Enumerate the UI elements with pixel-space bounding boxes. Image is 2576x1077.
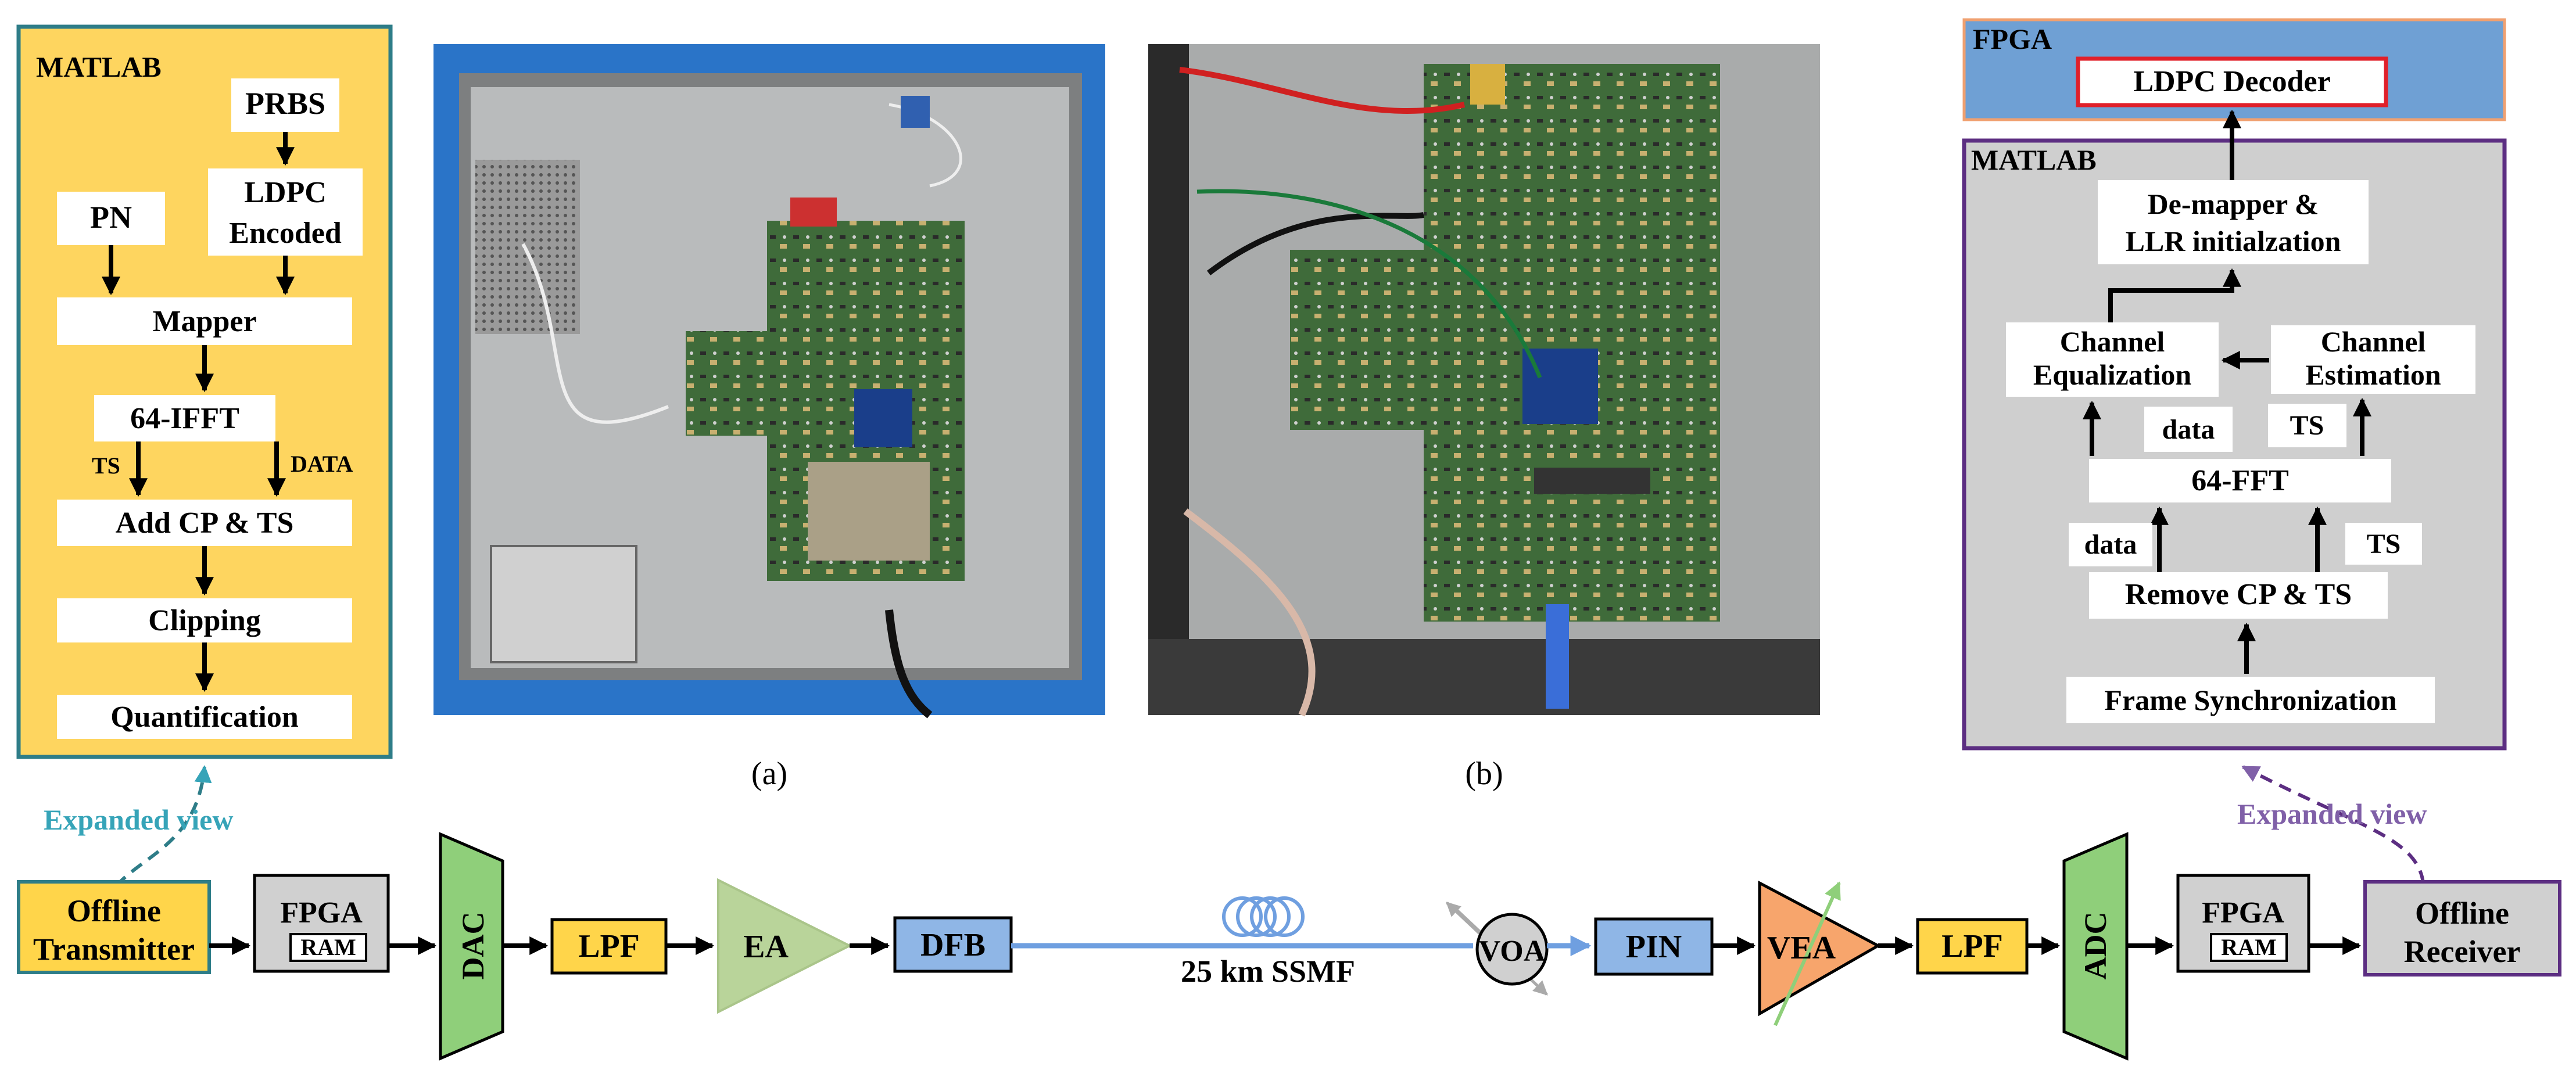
rx-matlab-panel: MATLAB De-mapper & LLR initialzation Cha… xyxy=(1962,109,2507,751)
fft-label: 64-FFT xyxy=(2191,464,2289,497)
dac-label: DAC xyxy=(456,912,490,980)
lpf-rx-label: LPF xyxy=(1941,928,2003,964)
expanded-view-rx-label: Expanded view xyxy=(2237,798,2427,830)
prbs-label: PRBS xyxy=(245,86,325,121)
equalization-line1: Channel xyxy=(2060,325,2165,358)
vea-amplifier: VEA xyxy=(1758,880,1882,1026)
ldpc-encoded-box: LDPC Encoded xyxy=(208,168,363,256)
adc-label: ADC xyxy=(2078,912,2113,980)
data-label-lower: data xyxy=(2069,523,2152,566)
channel-estimation-box: Channel Estimation xyxy=(2271,325,2475,394)
signal-chain: Offline Transmitter FPGA RAM DAC LPF EA xyxy=(17,832,2561,1061)
offline-transmitter-block: Offline Transmitter xyxy=(17,880,211,974)
fiber-label: 25 km SSMF xyxy=(1181,954,1355,989)
mapper-box: Mapper xyxy=(57,297,352,345)
lpf-tx-block: LPF xyxy=(550,918,668,975)
prbs-box: PRBS xyxy=(231,78,339,132)
dac-block: DAC xyxy=(439,832,504,1061)
svg-text:data: data xyxy=(2162,414,2215,445)
photo-a: (a) xyxy=(433,44,1105,792)
add-cp-ts-box: Add CP & TS xyxy=(57,500,352,546)
frame-sync-label: Frame Synchronization xyxy=(2104,684,2396,716)
ts-label-upper: TS xyxy=(2268,404,2346,447)
dfb-label: DFB xyxy=(920,927,986,963)
rx-fpga-title: FPGA xyxy=(1973,23,2052,55)
fpga-tx-label: FPGA xyxy=(280,896,363,929)
fan-a xyxy=(854,389,912,447)
fpga-rx-block: FPGA RAM xyxy=(2176,874,2310,973)
rx-fpga-panel: FPGA LDPC Decoder xyxy=(1962,18,2506,121)
tx-matlab-title: MATLAB xyxy=(36,51,162,83)
lpf-rx-block: LPF xyxy=(1916,918,2029,975)
svg-text:data: data xyxy=(2084,529,2137,560)
svg-text:TS: TS xyxy=(2367,529,2401,559)
ea-amplifier: EA xyxy=(717,878,852,1014)
fpga-board-b xyxy=(1424,64,1720,622)
mapper-label: Mapper xyxy=(152,305,256,338)
offline-transmitter-line1: Offline xyxy=(67,893,161,928)
fpga-tx-block: FPGA RAM xyxy=(253,874,390,973)
demapper-line2: LLR initialzation xyxy=(2126,225,2341,257)
svg-text:TS: TS xyxy=(2290,410,2324,441)
voa-block: VOA xyxy=(1446,902,1549,996)
ram-rx-label: RAM xyxy=(2221,934,2277,960)
ifft-label: 64-IFFT xyxy=(130,402,239,435)
clipping-label: Clipping xyxy=(148,604,261,637)
remove-cp-ts-box: Remove CP & TS xyxy=(2089,572,2388,619)
pin-block: PIN xyxy=(1594,917,1714,976)
fpga-rx-label: FPGA xyxy=(2202,896,2284,929)
power-supply xyxy=(475,160,580,334)
equalization-line2: Equalization xyxy=(2033,358,2191,391)
ldpc-decoder-label: LDPC Decoder xyxy=(2133,65,2330,98)
fiber-coil-icon xyxy=(1222,896,1305,937)
ldpc-encoded-line2: Encoded xyxy=(229,217,342,250)
expanded-view-tx: Expanded view xyxy=(44,765,233,888)
offline-transmitter-line2: Transmitter xyxy=(33,932,195,967)
estimation-line1: Channel xyxy=(2321,325,2426,358)
fan-b xyxy=(1522,349,1598,424)
expanded-view-tx-label: Expanded view xyxy=(44,803,233,836)
offline-receiver-line2: Receiver xyxy=(2404,934,2521,969)
expanded-view-rx: Expanded view xyxy=(2237,765,2427,884)
ifft-box: 64-IFFT xyxy=(94,395,275,441)
adc-block: ADC xyxy=(2062,832,2129,1061)
estimation-line2: Estimation xyxy=(2305,358,2441,391)
data-label-upper: data xyxy=(2144,407,2233,452)
dfb-block: DFB xyxy=(893,916,1013,973)
clipping-box: Clipping xyxy=(57,598,352,642)
fiber-link: 25 km SSMF xyxy=(1011,896,1473,989)
caption-a: (a) xyxy=(751,756,787,792)
add-cp-ts-label: Add CP & TS xyxy=(116,507,294,540)
offline-receiver-line1: Offline xyxy=(2415,896,2509,931)
demapper-line1: De-mapper & xyxy=(2148,188,2319,220)
quantification-label: Quantification xyxy=(110,701,299,734)
voa-label: VOA xyxy=(1479,935,1546,968)
offline-receiver-block: Offline Receiver xyxy=(2363,880,2561,977)
frame-sync-box: Frame Synchronization xyxy=(2066,677,2435,723)
demapper-box: De-mapper & LLR initialzation xyxy=(2098,180,2369,264)
pn-box: PN xyxy=(57,192,165,245)
ram-tx-label: RAM xyxy=(300,934,356,960)
ldpc-decoder-box: LDPC Decoder xyxy=(2076,56,2388,107)
adc-board-b xyxy=(1290,250,1464,430)
laser-module xyxy=(490,545,637,663)
data-label-tx: DATA xyxy=(291,451,353,477)
lpf-tx-label: LPF xyxy=(578,928,640,964)
rx-matlab-title: MATLAB xyxy=(1971,143,2097,176)
pn-label: PN xyxy=(90,200,132,235)
ea-label: EA xyxy=(743,929,789,965)
caption-b: (b) xyxy=(1465,756,1503,792)
channel-equalization-box: Channel Equalization xyxy=(2006,322,2219,397)
remove-cp-ts-label: Remove CP & TS xyxy=(2125,578,2352,611)
ts-label-lower: TS xyxy=(2345,523,2422,565)
vea-label: VEA xyxy=(1767,930,1836,966)
tx-matlab-panel: MATLAB PRBS LDPC Encoded PN Mapper 64-IF… xyxy=(16,24,393,759)
quantification-box: Quantification xyxy=(57,695,352,739)
ldpc-encoded-line1: LDPC xyxy=(244,176,327,209)
ts-label-tx: TS xyxy=(92,453,120,479)
photo-b: (b) xyxy=(1148,44,1820,792)
pin-label: PIN xyxy=(1626,929,1682,965)
fft-box: 64-FFT xyxy=(2089,459,2391,502)
